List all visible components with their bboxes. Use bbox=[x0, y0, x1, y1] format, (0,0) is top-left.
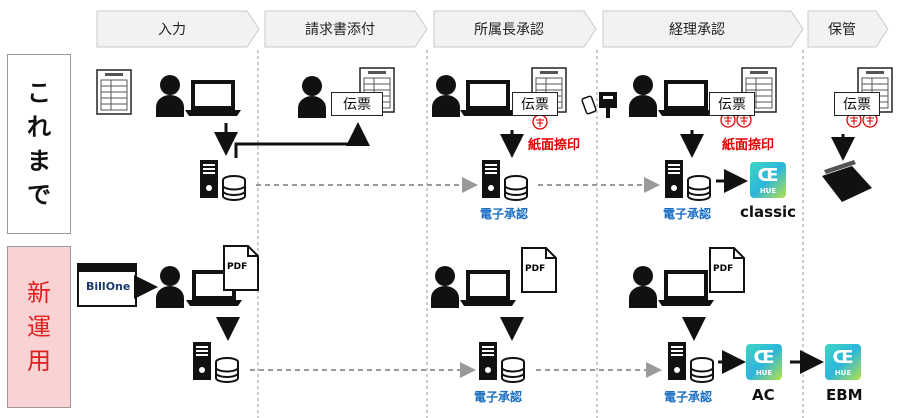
stamp-icon bbox=[532, 114, 548, 130]
denpyo-slip: 伝票 bbox=[331, 92, 383, 116]
chevron-accounting bbox=[602, 10, 804, 48]
old-input-laptop-icon bbox=[185, 80, 241, 116]
chevron-manager bbox=[433, 10, 597, 48]
new-acct-person-icon bbox=[629, 266, 657, 308]
old-attach-person-icon bbox=[298, 76, 326, 118]
chevron-input bbox=[96, 10, 260, 48]
denpyo-slip: 伝票 bbox=[709, 92, 755, 116]
old-acct-server-icon bbox=[664, 159, 711, 201]
system-label-ac: AC bbox=[752, 386, 775, 404]
old-acct-laptop-icon bbox=[658, 80, 714, 116]
pdf-label: PDF bbox=[525, 264, 546, 274]
hue-text: HUE bbox=[834, 369, 852, 377]
e-approval-label: 電子承認 bbox=[474, 390, 523, 404]
chevron-attach bbox=[264, 10, 428, 48]
row-label-char: で bbox=[27, 181, 51, 209]
stage-chevrons bbox=[96, 10, 889, 48]
hue-glyph: Œ bbox=[757, 165, 779, 186]
e-approval-label: 電子承認 bbox=[480, 207, 529, 221]
row-label-old: こ れ ま で bbox=[7, 54, 71, 234]
old-acct-person-icon bbox=[629, 75, 657, 117]
stage-label-storage: 保管 bbox=[828, 22, 856, 38]
billone-logo: BillOne bbox=[86, 280, 131, 293]
row-label-char: 運 bbox=[27, 313, 51, 341]
old-mgr-person-icon bbox=[432, 75, 460, 117]
system-label-ebm: EBM bbox=[826, 386, 863, 404]
chevron-storage bbox=[807, 10, 889, 48]
paper-stamp-label: 紙面捺印 bbox=[722, 138, 775, 153]
row-label-char: れ bbox=[27, 113, 51, 141]
old-mgr-server-icon bbox=[481, 159, 528, 201]
row-label-char: 新 bbox=[27, 279, 51, 307]
new-acct-laptop-icon bbox=[658, 270, 714, 306]
stage-label-manager: 所属長承認 bbox=[474, 22, 544, 38]
new-acct-server-icon bbox=[667, 341, 714, 383]
old-input-person-icon bbox=[156, 75, 184, 117]
new-mgr-person-icon bbox=[431, 266, 459, 308]
old-input-server-icon bbox=[199, 159, 246, 201]
new-input-person-icon bbox=[156, 266, 184, 308]
new-mgr-server-icon bbox=[478, 341, 525, 383]
e-approval-label: 電子承認 bbox=[664, 390, 713, 404]
stage-label-input: 入力 bbox=[158, 22, 186, 38]
hue-glyph: Œ bbox=[753, 347, 775, 368]
phone-icon bbox=[581, 95, 597, 115]
pdf-label: PDF bbox=[713, 264, 734, 274]
denpyo-slip: 伝票 bbox=[512, 92, 558, 116]
old-mgr-laptop-icon bbox=[460, 80, 516, 116]
hue-text: HUE bbox=[755, 369, 773, 377]
stamp-machine-icon bbox=[599, 92, 617, 118]
row-label-char: こ bbox=[27, 79, 51, 107]
stage-label-attach: 請求書添付 bbox=[305, 22, 375, 38]
hue-text: HUE bbox=[759, 187, 777, 195]
e-approval-label: 電子承認 bbox=[663, 207, 712, 221]
stage-label-accounting: 経理承認 bbox=[669, 22, 725, 38]
row-label-char: 用 bbox=[27, 347, 51, 375]
row-label-new: 新 運 用 bbox=[7, 246, 71, 408]
old-input-doc-icon bbox=[96, 69, 132, 115]
hue-glyph: Œ bbox=[832, 347, 854, 368]
binder-icon bbox=[822, 160, 872, 202]
row-label-char: ま bbox=[27, 147, 51, 175]
new-mgr-laptop-icon bbox=[460, 270, 516, 306]
pdf-label: PDF bbox=[227, 262, 248, 272]
system-label-classic: classic bbox=[740, 203, 797, 221]
denpyo-slip: 伝票 bbox=[834, 92, 880, 116]
paper-stamp-label: 紙面捺印 bbox=[528, 138, 581, 153]
new-input-server-icon bbox=[192, 341, 239, 383]
